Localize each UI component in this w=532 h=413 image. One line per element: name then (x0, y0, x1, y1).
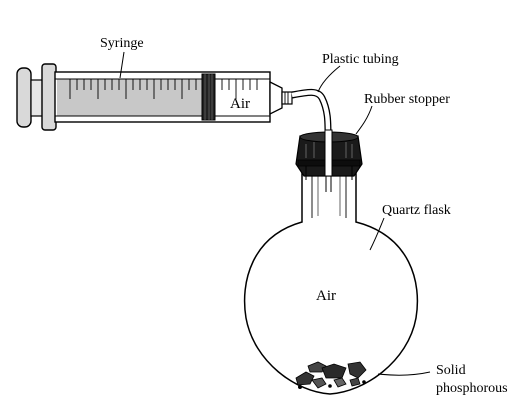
label-syringe: Syringe (100, 36, 144, 51)
syringe-plunger-region (57, 79, 202, 116)
label-solid-line1: Solid (436, 363, 466, 378)
syringe (16, 63, 293, 131)
leader-syringe (119, 51, 125, 79)
phosphorous-piece (347, 361, 367, 379)
flask-outline (243, 170, 419, 395)
leader-lines (119, 51, 431, 376)
leader-quartz-flask (369, 217, 385, 251)
phosphorous-piece (311, 377, 327, 389)
phosphorous-piece (333, 377, 347, 388)
leader-rubber-stopper (355, 105, 373, 135)
plunger-thumb-rest (16, 67, 32, 128)
label-air-flask: Air (316, 288, 336, 304)
phosphorous-piece (349, 377, 361, 387)
plunger-seal (201, 73, 216, 121)
quartz-flask (243, 150, 419, 395)
phosphorous-piece (321, 363, 347, 379)
syringe-nozzle (281, 91, 293, 105)
label-plastic-tubing: Plastic tubing (322, 52, 399, 67)
phosphorous-crumb (297, 384, 302, 389)
syringe-tip (269, 80, 283, 116)
rubber-stopper (295, 129, 363, 180)
label-rubber-stopper: Rubber stopper (364, 92, 450, 107)
label-air-syringe: Air (230, 96, 250, 112)
plastic-tubing (291, 88, 332, 135)
solid-phosphorous (295, 361, 367, 389)
label-solid-line2: phosphorous (436, 381, 508, 396)
syringe-graduations (69, 79, 258, 99)
phosphorous-crumb (328, 384, 332, 388)
leader-plastic-tubing (317, 65, 341, 93)
leader-solid-phosphorous (377, 371, 431, 376)
label-quartz-flask: Quartz flask (382, 203, 451, 218)
phosphorous-crumb (362, 380, 366, 384)
barrel-flange (41, 63, 57, 131)
